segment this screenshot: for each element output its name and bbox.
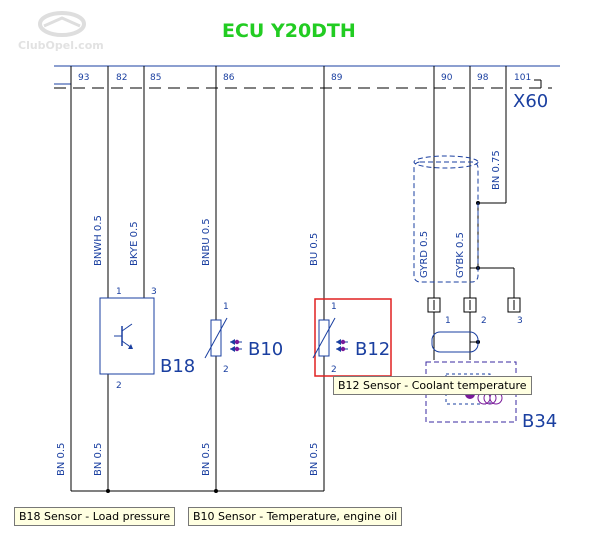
b18-label: B18 [160, 356, 195, 377]
diagram-title: ECU Y20DTH [222, 20, 356, 42]
shield-outline [413, 161, 479, 283]
pin-90: 90 [441, 73, 453, 83]
shield-top [413, 155, 479, 169]
b18-pin-1: 1 [116, 287, 122, 297]
thermistor-icon [312, 317, 336, 359]
wires [70, 66, 515, 492]
wire-label-bn075: BN 0.75 [491, 150, 502, 190]
b34-connector-pins [427, 297, 521, 313]
pin-98: 98 [477, 73, 489, 83]
connector-label-x60: X60 [513, 91, 548, 112]
wire-label-bu: BU 0.5 [309, 233, 320, 266]
b10-sensor[interactable]: 1 2 B10 [204, 302, 283, 375]
b34-pin-3: 3 [517, 316, 523, 326]
b34-housing [431, 331, 479, 353]
wire-label-bn-b18: BN 0.5 [93, 443, 104, 476]
wire-label-bnwh: BNWH 0.5 [93, 215, 104, 266]
b12-pin-1: 1 [331, 302, 337, 312]
b12-label: B12 [355, 339, 390, 360]
wire-label-bn-b12: BN 0.5 [309, 443, 320, 476]
tooltip-b10: B10 Sensor - Temperature, engine oil [188, 507, 403, 526]
watermark-logo: ClubOpel.com [18, 11, 104, 52]
b10-arrows-icon [230, 339, 242, 352]
transistor-icon [114, 323, 133, 349]
wire-label-bnbu: BNBU 0.5 [201, 218, 212, 266]
wire-label-bn-b10: BN 0.5 [201, 443, 212, 476]
pin-85: 85 [150, 73, 161, 83]
b12-sensor[interactable]: 1 2 B12 [312, 298, 392, 377]
b34-label: B34 [522, 411, 557, 432]
wire-label-gybk: GYBK 0.5 [455, 232, 466, 278]
b18-pin-3: 3 [151, 287, 157, 297]
b18-pin-2: 2 [116, 381, 122, 391]
pin-89: 89 [331, 73, 343, 83]
thermistor-icon [204, 317, 228, 359]
b18-body[interactable] [99, 297, 155, 375]
pin-86: 86 [223, 73, 235, 83]
watermark-text: ClubOpel.com [18, 39, 104, 52]
b10-pin-2: 2 [223, 365, 229, 375]
b10-pin-1: 1 [223, 302, 229, 312]
wire-label-gyrd: GYRD 0.5 [419, 231, 430, 278]
ecu-connector-strip: 93 82 85 86 89 90 98 101 X60 [54, 65, 560, 112]
pin-93: 93 [78, 73, 89, 83]
tooltip-b18: B18 Sensor - Load pressure [14, 507, 176, 526]
b12-pin-2: 2 [331, 365, 337, 375]
b18-sensor[interactable]: 1 3 2 B18 [99, 287, 195, 391]
wire-label-bn-93: BN 0.5 [56, 443, 67, 476]
b12-arrows-icon [336, 339, 348, 352]
b34-pin-2: 2 [481, 316, 487, 326]
wire-labels: BNWH 0.5 BKYE 0.5 BNBU 0.5 BU 0.5 GYRD 0… [56, 150, 502, 476]
b10-label: B10 [248, 339, 283, 360]
b34-pin-1: 1 [445, 316, 451, 326]
pin-101: 101 [514, 73, 531, 83]
wire-label-bkye: BKYE 0.5 [129, 221, 140, 266]
pin-82: 82 [116, 73, 127, 83]
tooltip-b12: B12 Sensor - Coolant temperature [333, 376, 532, 395]
b34-sensor[interactable]: 1 2 3 B34 [425, 297, 557, 432]
